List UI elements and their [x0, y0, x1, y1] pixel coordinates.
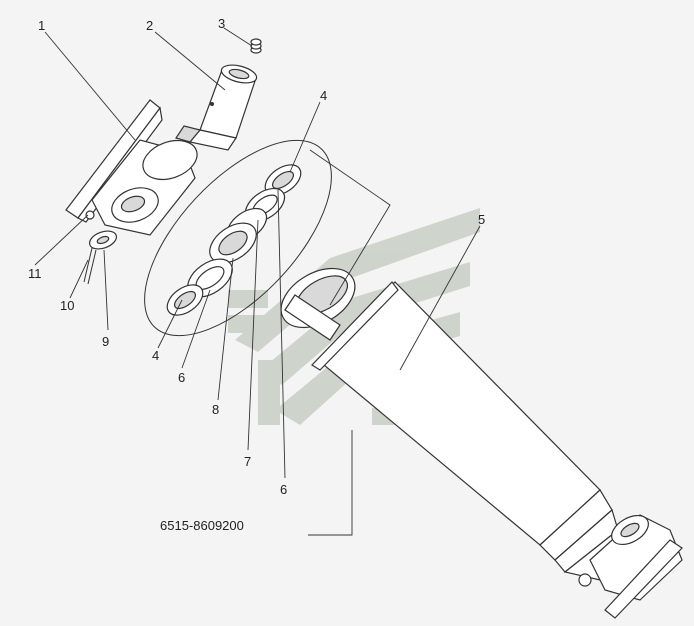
- flange-yoke: [65, 99, 198, 236]
- spider-pin: [175, 64, 258, 151]
- callout-5: 5: [478, 212, 485, 227]
- leader-lines: [34, 27, 481, 536]
- callout-11: 11: [28, 266, 42, 281]
- assembly-part-number: 6515-8609200: [160, 518, 244, 533]
- callout-10: 10: [60, 298, 74, 313]
- callout-9: 9: [102, 334, 109, 349]
- callout-6-right: 6: [280, 482, 287, 497]
- shaft-tube: [280, 267, 641, 581]
- callout-2: 2: [146, 18, 153, 33]
- seal-rings-lower: [166, 258, 233, 316]
- end-flange-yoke: [578, 514, 683, 619]
- callout-7: 7: [244, 454, 251, 469]
- callout-6-left: 6: [178, 370, 185, 385]
- bolt-washer: [83, 230, 118, 285]
- grease-nipple: [250, 38, 262, 54]
- seal-rings-upper: [209, 164, 302, 264]
- callout-1: 1: [38, 18, 45, 33]
- callout-4-bottom: 4: [152, 348, 159, 363]
- callout-4-top: 4: [320, 88, 327, 103]
- callout-8: 8: [212, 402, 219, 417]
- callout-3: 3: [218, 16, 225, 31]
